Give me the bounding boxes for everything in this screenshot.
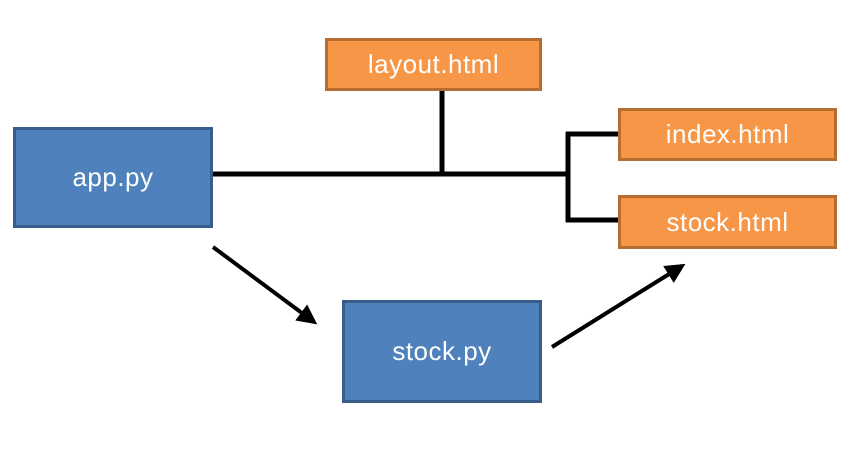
- node-index-html: index.html: [618, 108, 837, 161]
- edge-stockpy-to-stockhtml-arrow: [550, 263, 686, 349]
- node-layout-html-label: layout.html: [367, 49, 500, 79]
- node-app-py: app.py: [13, 127, 213, 228]
- node-stock-py-label: stock.py: [392, 336, 492, 366]
- node-app-py-label: app.py: [72, 162, 154, 192]
- node-stock-html: stock.html: [618, 195, 837, 249]
- node-stock-html-label: stock.html: [666, 206, 789, 237]
- node-index-html-label: index.html: [665, 119, 790, 149]
- edge-app-to-stockpy-arrow: [211, 245, 318, 325]
- node-layout-html: layout.html: [325, 38, 542, 91]
- node-stock-py: stock.py: [342, 300, 542, 403]
